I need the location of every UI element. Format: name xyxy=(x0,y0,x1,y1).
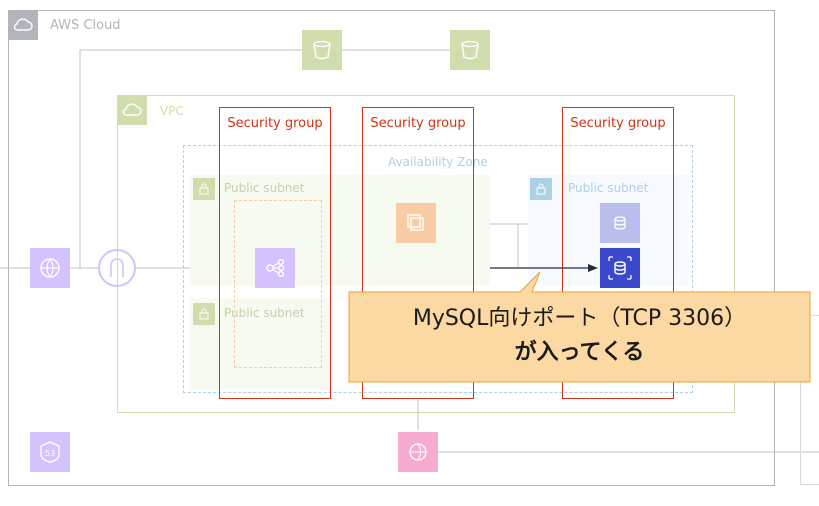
security-group-3: Security group xyxy=(562,107,674,399)
security-group-label: Security group xyxy=(227,116,323,131)
rds-icon xyxy=(600,203,640,243)
cloud-icon xyxy=(8,10,38,40)
auto-scaling-group xyxy=(234,200,322,368)
aws-cloud-label: AWS Cloud xyxy=(50,18,121,33)
vpc-icon xyxy=(117,95,147,125)
public-subnet-label: Public subnet xyxy=(568,181,649,195)
vpc-label: VPC xyxy=(160,104,184,118)
aws-cloud-group xyxy=(8,10,775,486)
lock-icon xyxy=(193,178,215,200)
public-subnet-top-left xyxy=(190,175,490,285)
availability-zone-group xyxy=(183,145,693,393)
security-group-label: Security group xyxy=(570,116,666,131)
security-group-2: Security group xyxy=(362,107,474,399)
public-subnet-bottom-left xyxy=(190,298,330,390)
internet-icon xyxy=(30,248,70,288)
load-balancer-icon xyxy=(255,248,295,288)
security-group-label: Security group xyxy=(370,116,466,131)
route53-icon: 53 xyxy=(30,432,70,472)
lock-icon xyxy=(193,303,215,325)
availability-zone-label: Availability Zone xyxy=(388,155,488,169)
s3-bucket-icon xyxy=(302,30,342,70)
public-subnet-label: Public subnet xyxy=(224,181,305,195)
callout-text-block: MySQL向けポート（TCP 3306） が入ってくる xyxy=(349,300,810,376)
cloudfront-icon xyxy=(398,432,438,472)
security-group-1: Security group xyxy=(219,107,331,399)
public-subnet-label: Public subnet xyxy=(224,306,305,320)
internet-gateway-icon xyxy=(98,249,136,287)
svg-text:53: 53 xyxy=(45,449,55,458)
callout-line-1: MySQL向けポート（TCP 3306） xyxy=(412,306,747,331)
rds-icon xyxy=(600,248,640,288)
lock-icon xyxy=(530,178,552,200)
s3-bucket-icon xyxy=(450,30,490,70)
callout-line-2: が入ってくる xyxy=(514,340,645,365)
ec2-icon xyxy=(396,203,436,243)
